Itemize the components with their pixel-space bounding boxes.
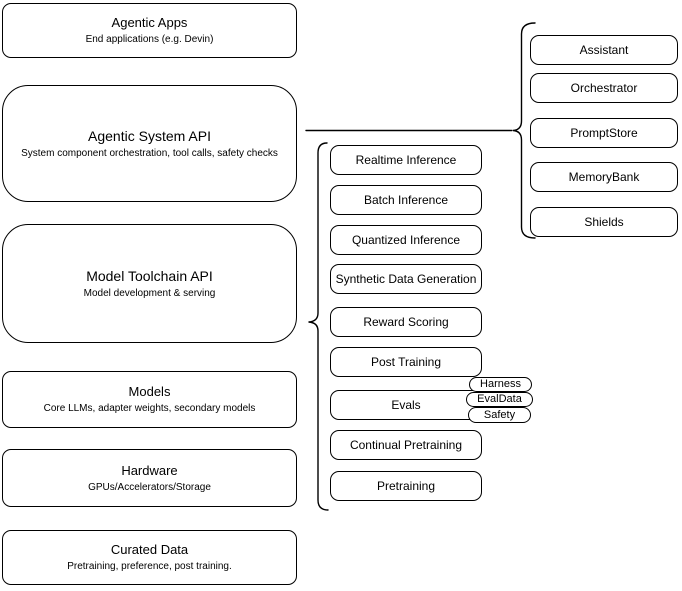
- node-title: Agentic System API: [88, 127, 211, 144]
- node-curated-data: Curated Data Pretraining, preference, po…: [2, 530, 297, 585]
- node-label: Pretraining: [376, 479, 436, 493]
- node-subtitle: End applications (e.g. Devin): [85, 34, 214, 45]
- node-memorybank: MemoryBank: [530, 162, 678, 192]
- node-reward-scoring: Reward Scoring: [330, 307, 482, 337]
- node-label: MemoryBank: [568, 170, 640, 184]
- node-label: Continual Pretraining: [349, 438, 463, 452]
- node-post-training: Post Training: [330, 347, 482, 377]
- node-model-toolchain-api: Model Toolchain API Model development & …: [2, 224, 297, 343]
- node-realtime-inference: Realtime Inference: [330, 145, 482, 175]
- node-assistant: Assistant: [530, 35, 678, 65]
- node-evals: Evals: [330, 390, 482, 420]
- node-agentic-system-api: Agentic System API System component orch…: [2, 85, 297, 202]
- node-subtitle: System component orchestration, tool cal…: [21, 147, 278, 159]
- tag-label: EvalData: [477, 393, 522, 405]
- node-promptstore: PromptStore: [530, 118, 678, 148]
- node-label: Batch Inference: [363, 193, 449, 207]
- node-label: PromptStore: [570, 126, 638, 140]
- node-label: Shields: [584, 215, 624, 229]
- tag-evaldata: EvalData: [466, 392, 533, 407]
- node-label: Post Training: [370, 355, 442, 369]
- tag-label: Safety: [483, 408, 516, 421]
- node-label: Orchestrator: [570, 81, 638, 95]
- node-agentic-apps: Agentic Apps End applications (e.g. Devi…: [2, 3, 297, 58]
- tag-label: Harness: [480, 378, 521, 390]
- node-continual-pretraining: Continual Pretraining: [330, 430, 482, 460]
- node-title: Model Toolchain API: [86, 267, 213, 284]
- node-orchestrator: Orchestrator: [530, 73, 678, 103]
- node-subtitle: GPUs/Accelerators/Storage: [88, 481, 211, 493]
- node-subtitle: Model development & serving: [83, 287, 216, 299]
- node-models: Models Core LLMs, adapter weights, secon…: [2, 371, 297, 428]
- node-label: Realtime Inference: [355, 153, 457, 167]
- tag-safety: Safety: [468, 407, 531, 423]
- node-label: Quantized Inference: [351, 233, 461, 247]
- node-label: Reward Scoring: [363, 315, 449, 329]
- node-title: Agentic Apps: [111, 15, 188, 30]
- node-batch-inference: Batch Inference: [330, 185, 482, 215]
- node-pretraining: Pretraining: [330, 471, 482, 501]
- node-subtitle: Pretraining, preference, post training.: [67, 561, 232, 572]
- toolchain-brace: [308, 142, 329, 511]
- node-label: Evals: [391, 398, 421, 412]
- components-brace: [512, 22, 536, 239]
- node-shields: Shields: [530, 207, 678, 237]
- node-title: Models: [128, 384, 171, 399]
- node-title: Hardware: [121, 462, 178, 478]
- node-synthetic-data-generation: Synthetic Data Generation: [330, 264, 482, 294]
- node-label: Assistant: [579, 43, 629, 57]
- node-quantized-inference: Quantized Inference: [330, 225, 482, 255]
- node-subtitle: Core LLMs, adapter weights, secondary mo…: [43, 403, 256, 414]
- node-title: Curated Data: [110, 542, 189, 557]
- node-label: Synthetic Data Generation: [335, 272, 477, 286]
- node-hardware: Hardware GPUs/Accelerators/Storage: [2, 449, 297, 507]
- tag-harness: Harness: [469, 377, 532, 392]
